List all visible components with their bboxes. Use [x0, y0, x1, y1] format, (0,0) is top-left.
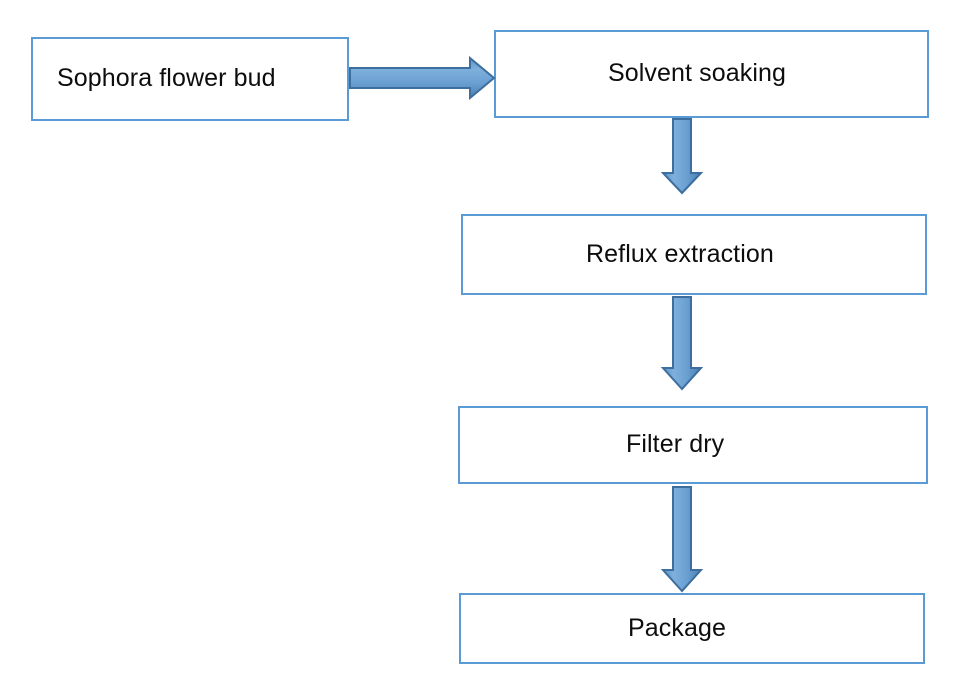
- arrow-down-icon: [660, 118, 704, 196]
- arrow-down-icon: [660, 486, 704, 594]
- flow-node-reflux[interactable]: Reflux extraction: [461, 214, 927, 295]
- flow-node-label: Package: [628, 613, 726, 642]
- arrow-down-icon: [660, 296, 704, 392]
- flow-node-label: Solvent soaking: [608, 59, 787, 88]
- flow-node-label: Reflux extraction: [586, 239, 774, 268]
- arrow-right-icon: [348, 55, 498, 101]
- flow-node-package[interactable]: Package: [459, 593, 925, 664]
- flow-node-source[interactable]: Sophora flower bud: [31, 37, 349, 121]
- flow-node-label: Sophora flower bud: [57, 64, 276, 93]
- flow-node-filter[interactable]: Filter dry: [458, 406, 928, 484]
- flow-node-solvent[interactable]: Solvent soaking: [494, 30, 929, 118]
- flow-node-label: Filter dry: [626, 430, 725, 459]
